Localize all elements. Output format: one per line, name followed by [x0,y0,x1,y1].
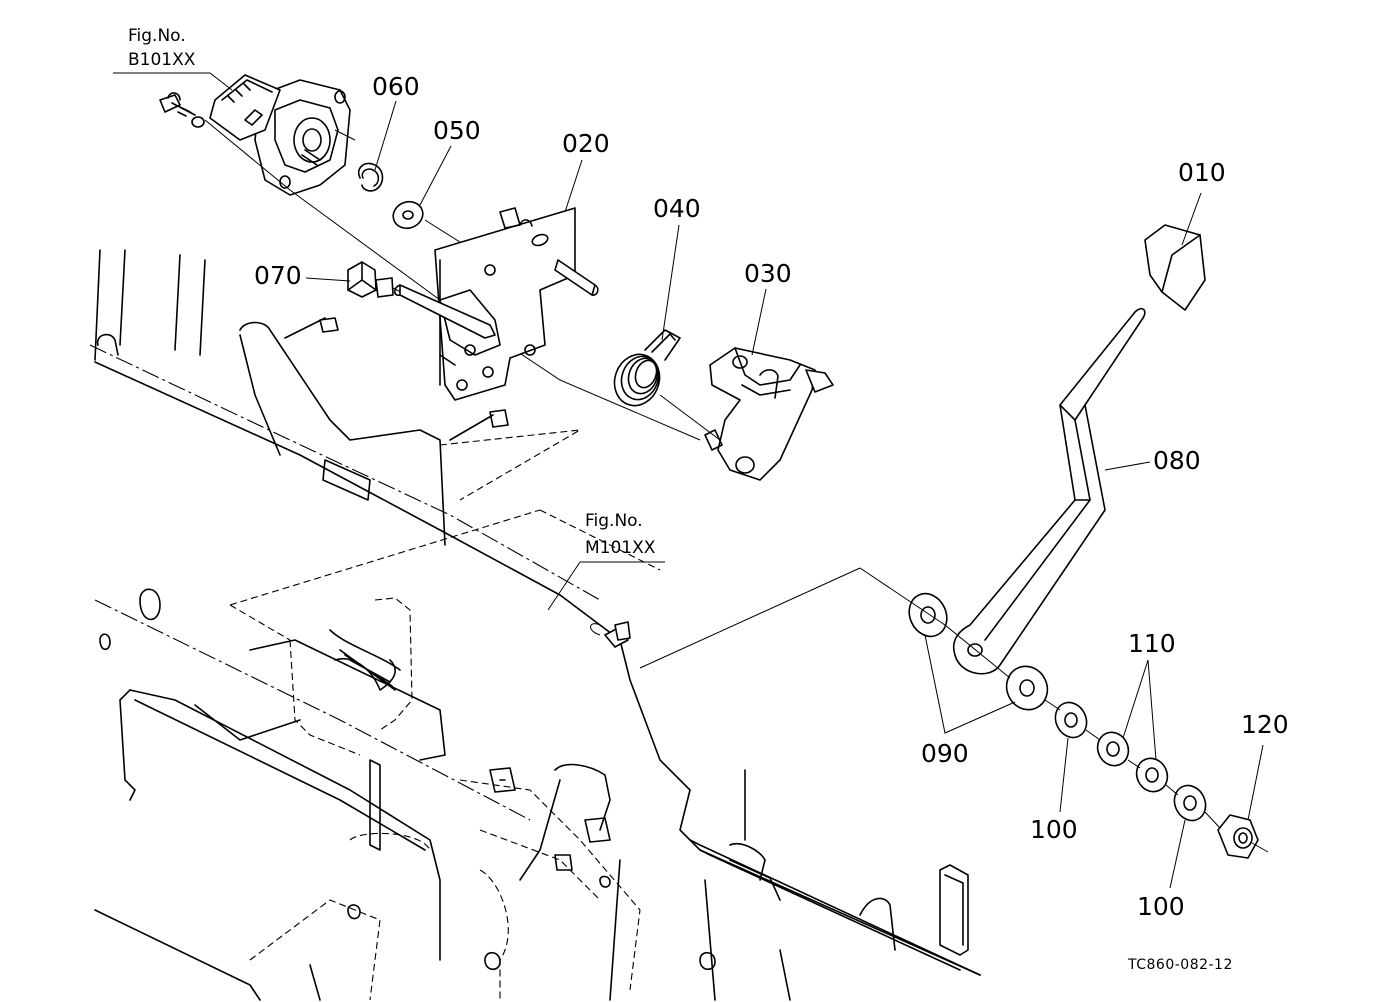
washer-100a [1054,701,1088,739]
drawing-number: TC860-082-12 [1128,957,1233,973]
knob-010 [1144,224,1206,311]
part-label-100-right: 100 [1137,892,1185,921]
leader-lines [113,72,1264,889]
fig-ref-top-line1: Fig.No. [128,26,186,46]
washer-090a [908,592,948,638]
nut-120 [1217,814,1269,859]
circlip-060 [357,162,384,192]
bracket-020 [393,207,599,401]
part-label-100-left: 100 [1030,815,1078,844]
fig-ref-middle-line1: Fig.No. [585,511,643,531]
washer-100b [1173,784,1207,822]
part-label-030: 030 [744,259,792,288]
part-label-110: 110 [1128,629,1176,658]
part-label-080: 080 [1153,446,1201,475]
washer-110b [1135,757,1169,793]
chassis-frame [89,249,981,1001]
assembly-lines [590,567,1221,829]
part-label-040: 040 [653,194,701,223]
washer-110a [1096,731,1130,767]
part-label-060: 060 [372,72,420,101]
sensor-assembly [159,74,701,441]
fig-ref-middle-line2: M101XX [585,538,656,558]
fig-ref-top-line2: B101XX [128,50,196,70]
phantom-plate [229,509,661,641]
part-label-120: 120 [1241,710,1289,739]
part-label-070: 070 [254,261,302,290]
part-label-020: 020 [562,129,610,158]
part-label-010: 010 [1178,158,1226,187]
bolt-070 [347,261,446,316]
part-label-050: 050 [433,116,481,145]
part-label-090: 090 [921,739,969,768]
washer-090b [1005,665,1049,711]
spring-040 [613,329,721,441]
arm-030 [704,347,834,481]
lever-080 [952,307,1151,675]
